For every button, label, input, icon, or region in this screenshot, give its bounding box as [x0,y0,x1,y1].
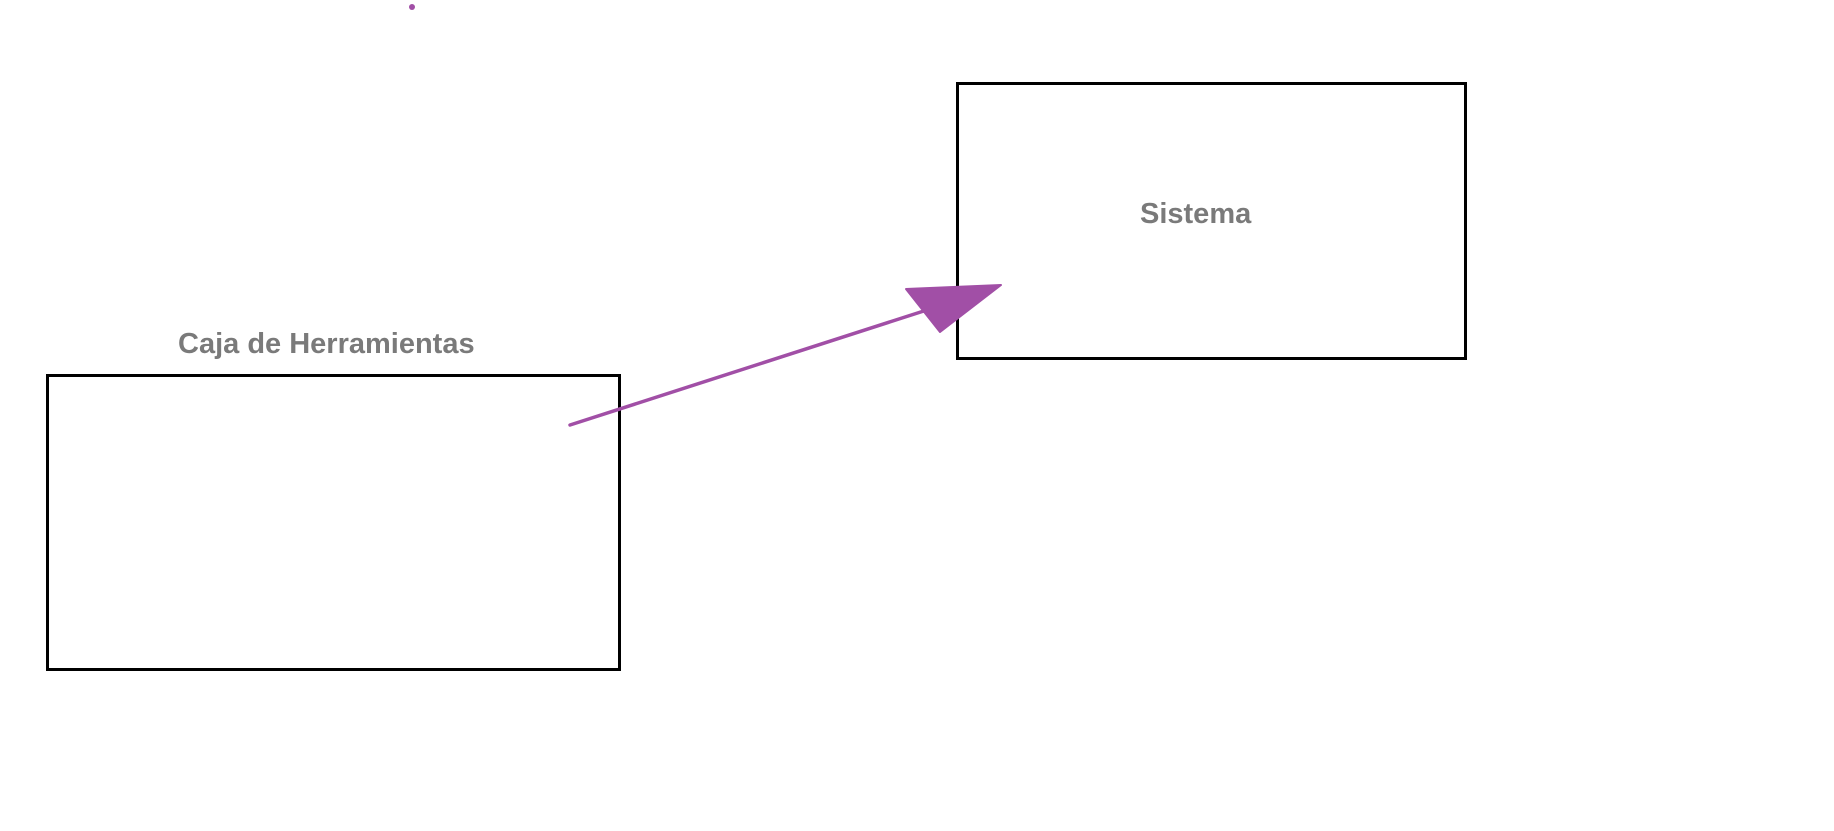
toolbox-box [46,374,621,671]
system-label: Sistema [1140,198,1252,230]
arrow-connector-line [568,307,932,427]
toolbox-label: Caja de Herramientas [178,328,475,360]
stray-ink-dot [409,4,415,10]
system-box [956,82,1467,360]
